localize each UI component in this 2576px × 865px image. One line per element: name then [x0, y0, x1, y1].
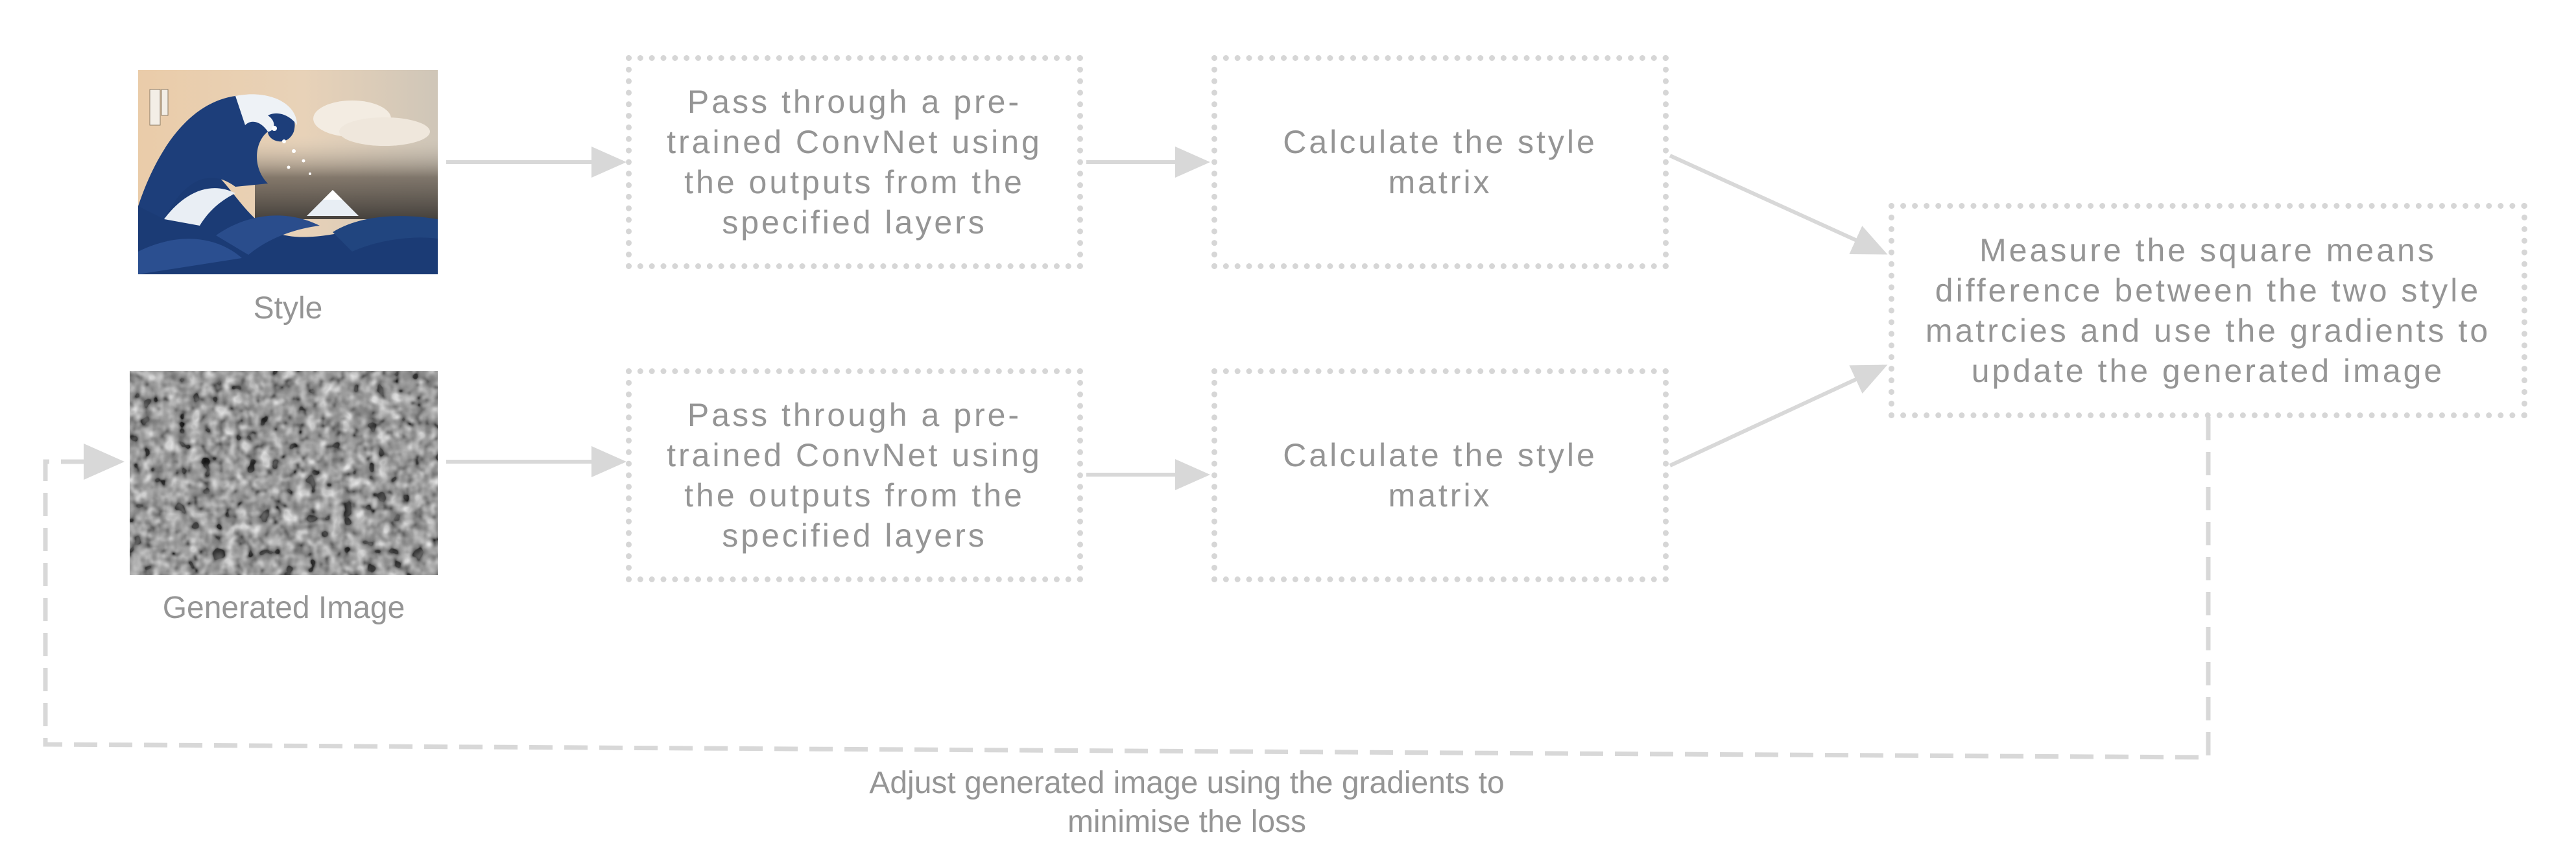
style-image-label: Style [253, 291, 323, 326]
generated-image-label: Generated Image [162, 591, 405, 625]
style-convnet-text: Pass through a pre- trained ConvNet usin… [667, 84, 1042, 241]
great-wave-artwork-icon [138, 70, 438, 274]
arrow-matrix-bottom-to-loss [1669, 364, 1888, 468]
arrow-matrix-top-to-loss [1669, 154, 1888, 255]
generated-convnet-text: Pass through a pre- trained ConvNet usin… [667, 397, 1042, 554]
style-matrix-text: Calculate the style matrix [1283, 124, 1597, 200]
style-loss-text: Measure the square means difference betw… [1925, 232, 2491, 389]
generated-matrix-text: Calculate the style matrix [1283, 437, 1597, 514]
style-convnet-box: Pass through a pre- trained ConvNet usin… [626, 55, 1083, 269]
generated-image [130, 371, 438, 575]
style-matrix-box: Calculate the style matrix [1211, 55, 1669, 269]
style-loss-box: Measure the square means difference betw… [1889, 203, 2527, 418]
feedback-caption: Adjust generated image using the gradien… [869, 766, 1505, 839]
noise-texture-icon [130, 371, 438, 575]
feedback-loop-arrow [43, 417, 2211, 760]
style-image [138, 70, 438, 274]
generated-matrix-box: Calculate the style matrix [1211, 368, 1669, 582]
generated-convnet-box: Pass through a pre- trained ConvNet usin… [626, 368, 1083, 582]
